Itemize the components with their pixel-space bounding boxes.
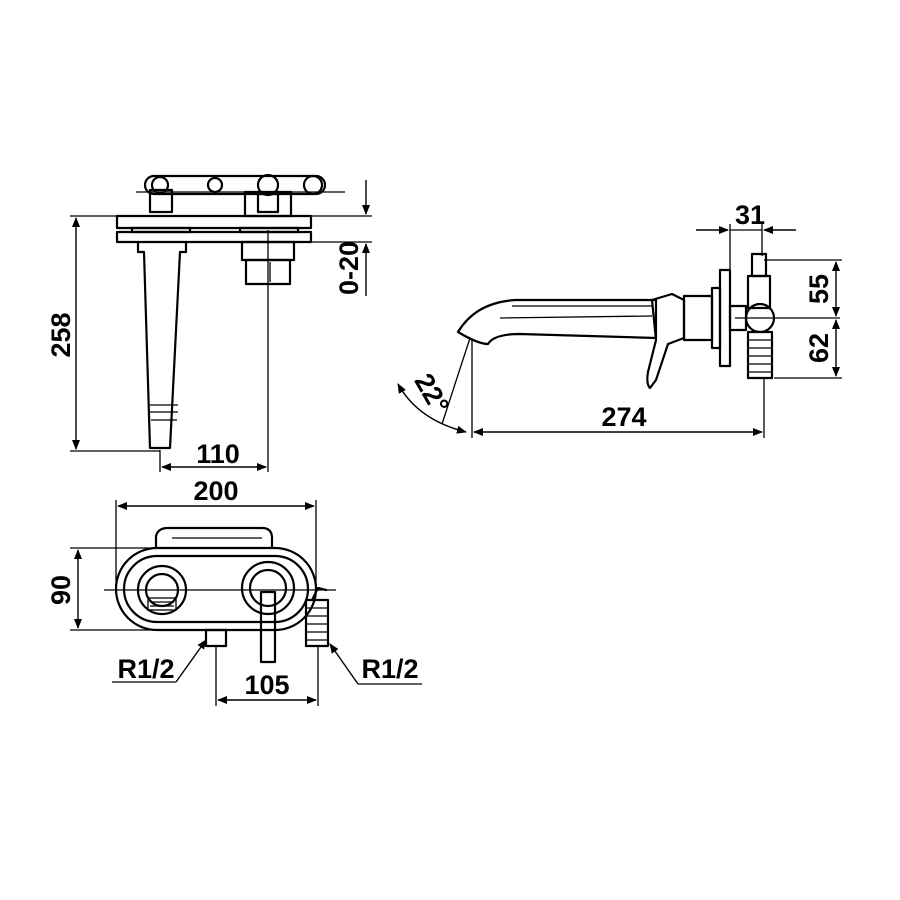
dim-wall-adjust: 0-20 [300, 180, 372, 296]
label-overall-height: 258 [46, 312, 76, 357]
label-thread-right: R1/2 [361, 654, 418, 684]
top-spout [136, 240, 188, 450]
label-plate-height: 90 [46, 575, 76, 605]
dim-spout-offset: 110 [159, 230, 269, 472]
front-inlet-right [304, 586, 330, 648]
dim-projection: 274 [471, 340, 765, 438]
label-spout-offset: 110 [196, 439, 240, 469]
label-projection: 274 [601, 402, 646, 432]
label-depth: 31 [735, 200, 765, 230]
label-spout-angle: 22° [409, 368, 455, 418]
dim-overall-height: 258 [46, 215, 160, 452]
label-thread-left: R1/2 [117, 654, 174, 684]
side-lever [646, 292, 686, 390]
top-handle-bar [136, 173, 345, 218]
front-lever [240, 560, 296, 664]
label-lower-inlet: 62 [804, 333, 834, 363]
side-spout [456, 298, 658, 346]
dim-plate-width: 200 [115, 476, 317, 590]
dim-centers: 105 [215, 646, 319, 706]
side-view: 31 55 62 274 22° [397, 200, 842, 438]
top-wall-plate [115, 214, 313, 244]
label-wall-adjust: 0-20 [334, 241, 364, 295]
thread-callout-right: R1/2 [329, 643, 422, 685]
dim-spout-angle: 22° [397, 337, 471, 434]
top-view: 258 0-20 110 [46, 173, 372, 472]
label-upper-inlet: 55 [804, 274, 834, 304]
thread-callout-left: R1/2 [112, 639, 207, 684]
label-centers: 105 [244, 670, 289, 700]
dim-plate-height: 90 [46, 547, 158, 631]
dim-inlets: 55 62 [764, 259, 842, 379]
dim-depth: 31 [696, 200, 796, 272]
front-view: 200 90 105 R1/2 R1/2 [46, 476, 422, 706]
label-plate-width: 200 [193, 476, 238, 506]
side-inlet-fittings [744, 252, 776, 380]
front-inlet-left [204, 628, 228, 648]
side-wall-plate [710, 286, 722, 350]
